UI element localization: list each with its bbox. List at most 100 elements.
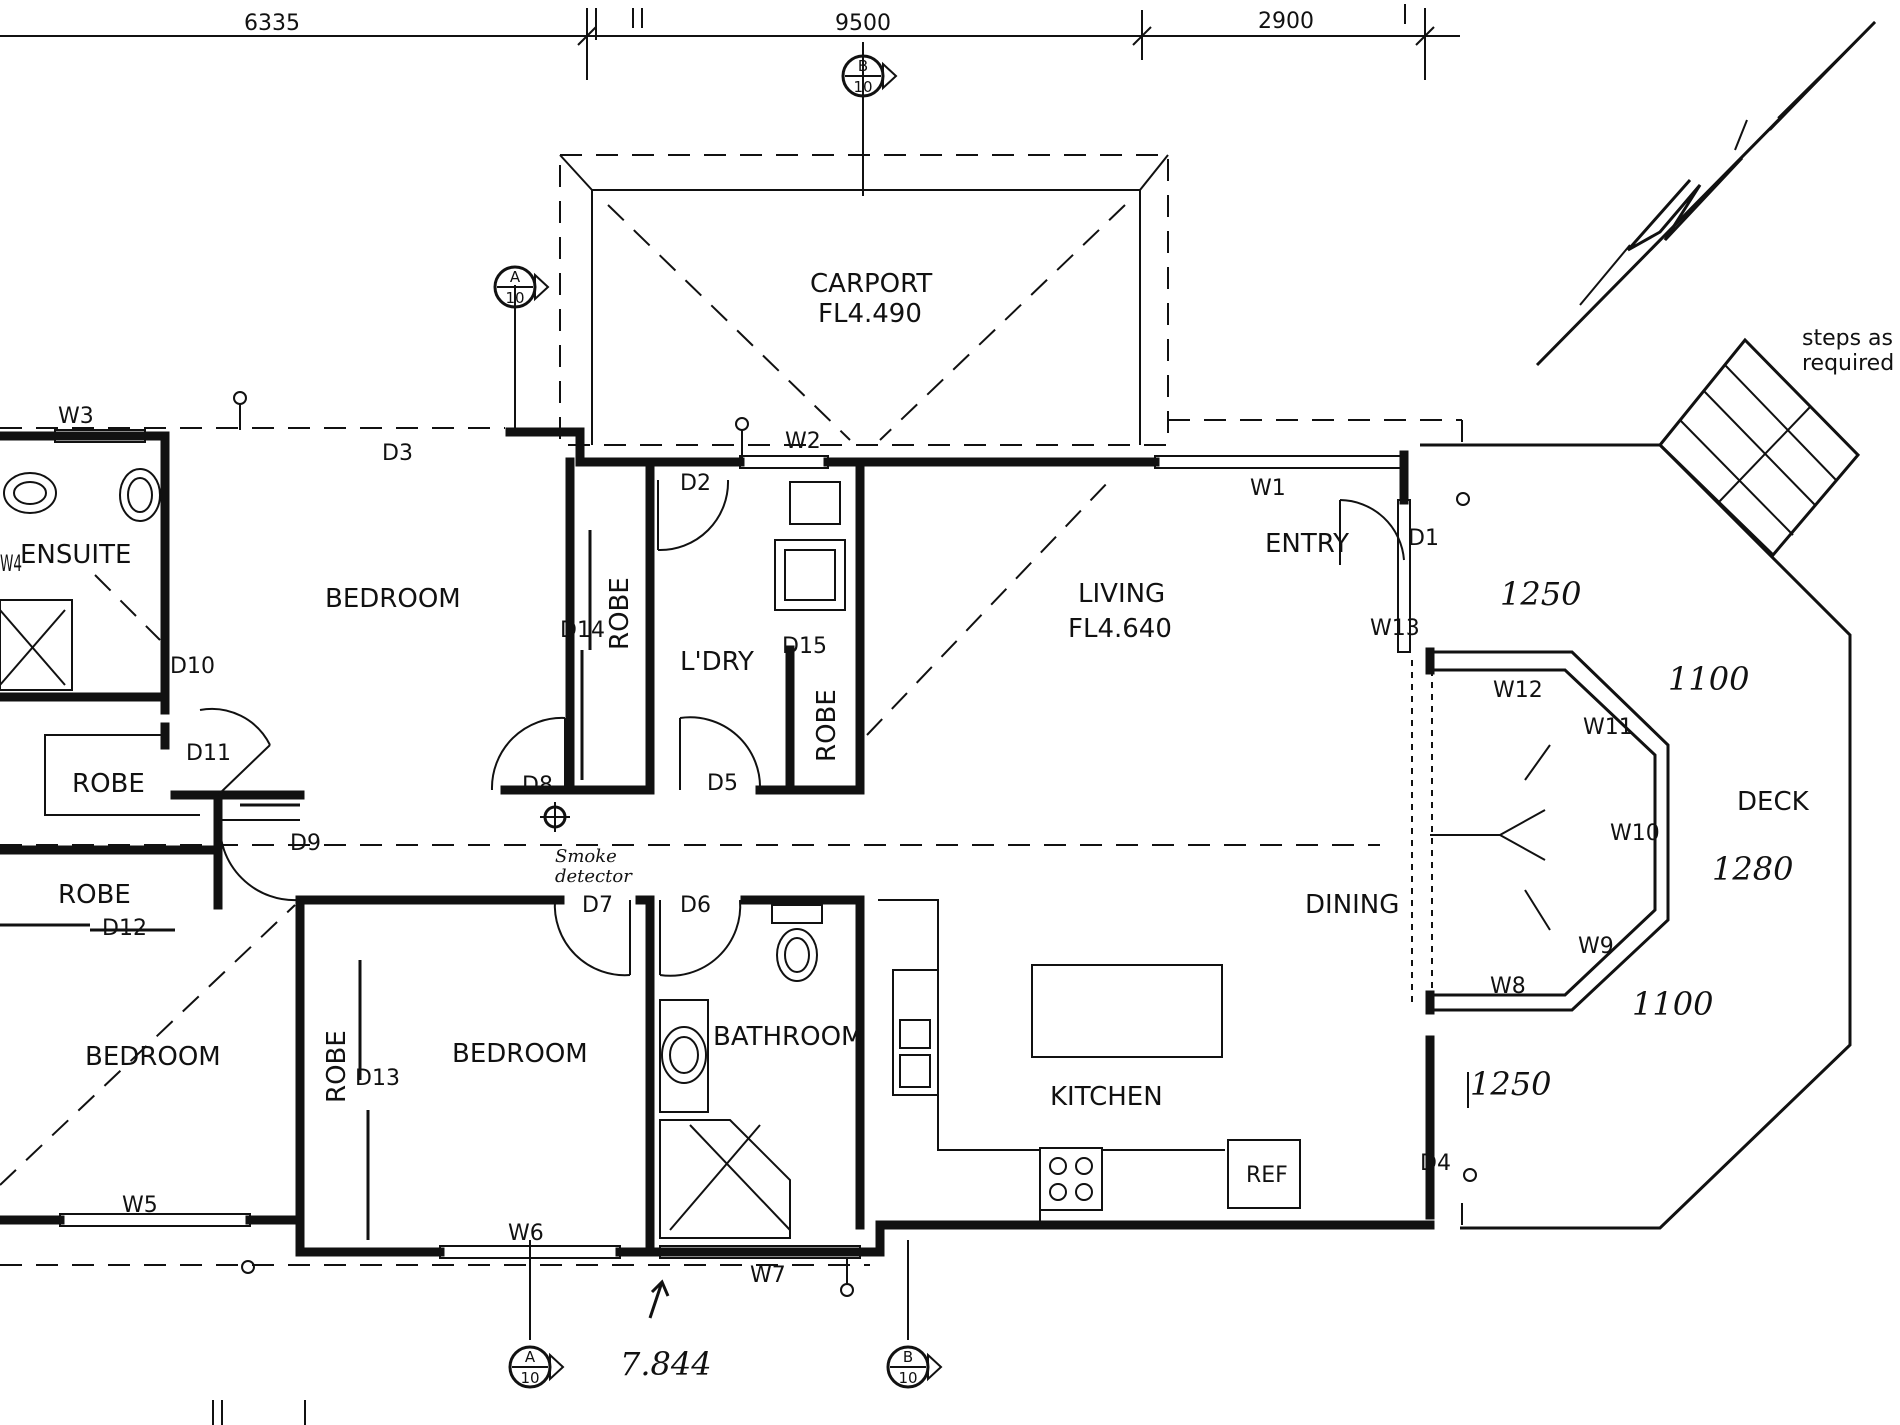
window-label-w6: W6 xyxy=(508,1221,544,1246)
door-label-d11: D11 xyxy=(186,741,231,766)
section-sheet: 10 xyxy=(520,1369,539,1387)
smoke-detector-icon: Smoke detector xyxy=(540,802,633,887)
smoke-detector-note: Smoke xyxy=(555,846,617,867)
fridge: REF xyxy=(1227,1139,1301,1209)
cooktop-icon xyxy=(1039,1147,1103,1211)
bay-window xyxy=(1411,650,1670,1012)
robe-label: ROBE xyxy=(322,1030,352,1103)
door-labels: D1 D2 D3 D4 D5 D6 D7 D8 D9 D10 D11 D12 D… xyxy=(102,441,1451,1176)
robe-sliders xyxy=(0,530,792,1240)
fridge-label: REF xyxy=(1246,1163,1288,1188)
handwritten-note: 1100 xyxy=(1668,660,1749,698)
kitchen-sink-icon xyxy=(892,969,939,1096)
window-label-w2: W2 xyxy=(785,429,821,454)
handwritten-note: 1250 xyxy=(1500,575,1581,613)
robe-label: ROBE xyxy=(605,577,635,650)
eave-outline xyxy=(0,419,1463,1266)
door-label-d7: D7 xyxy=(582,893,613,918)
section-marker-bottom-right: B 10 xyxy=(886,1240,943,1389)
bedroom-mid-label: BEDROOM xyxy=(452,1039,588,1069)
ensuite-label: ENSUITE xyxy=(20,540,131,570)
door-label-d10: D10 xyxy=(170,654,215,679)
door-label-d5: D5 xyxy=(707,771,738,796)
window-label-w8: W8 xyxy=(1490,974,1526,999)
ensuite-basin-icon xyxy=(119,468,161,522)
kitchen-label: KITCHEN xyxy=(1050,1082,1163,1112)
robe-label: ROBE xyxy=(58,880,131,910)
fixtures: REF xyxy=(0,468,1301,1239)
setout-points xyxy=(233,391,1477,1297)
deck: DECK steps as required xyxy=(1420,326,1894,1230)
window-label-w9: W9 xyxy=(1578,934,1614,959)
smoke-detector-note: detector xyxy=(555,866,633,887)
bath-toilet-icon xyxy=(771,904,823,982)
handwritten-note: 1100 xyxy=(1632,985,1713,1023)
bath-basin-icon xyxy=(659,999,709,1113)
entry-label: ENTRY xyxy=(1265,529,1349,559)
door-label-d4: D4 xyxy=(1420,1151,1451,1176)
living-label: LIVING xyxy=(1078,579,1165,609)
door-label-d2: D2 xyxy=(680,471,711,496)
door-label-d8: D8 xyxy=(522,773,553,798)
laundry-label: L'DRY xyxy=(680,647,754,677)
carport: CARPORT FL4.490 xyxy=(559,154,1169,446)
handwritten-note: 7.844 xyxy=(620,1345,712,1383)
window-label-w4: W4 xyxy=(0,552,22,577)
door-label-d9: D9 xyxy=(290,831,321,856)
dining-label: DINING xyxy=(1305,890,1399,920)
robe-label: ROBE xyxy=(72,769,145,799)
section-marker-bottom-left: A 10 xyxy=(508,1240,565,1389)
door-label-d6: D6 xyxy=(680,893,711,918)
deck-steps xyxy=(1657,337,1861,558)
section-marker-left: A 10 xyxy=(493,265,550,428)
deck-label: DECK xyxy=(1737,787,1810,817)
room-labels: ENSUITE BEDROOM ROBE ROBE ROBE ROBE ROBE… xyxy=(20,529,1399,1112)
steps-note: steps as xyxy=(1802,326,1893,351)
section-sheet: 10 xyxy=(853,78,872,96)
arrow-icon xyxy=(648,1279,670,1319)
bath-shower-icon xyxy=(659,1119,791,1239)
handwritten-note: 1280 xyxy=(1712,850,1793,888)
window-label-w1: W1 xyxy=(1250,476,1286,501)
window-labels: W1 W2 W3 W4 W5 W6 W7 W8 W9 W10 W11 W12 W… xyxy=(0,404,1660,1288)
door-label-d1: D1 xyxy=(1408,526,1439,551)
diagonal-hints xyxy=(0,479,1111,1186)
north-arrow-icon xyxy=(1535,20,1877,367)
section-letter: A xyxy=(525,1348,536,1366)
window-label-w5: W5 xyxy=(122,1193,158,1218)
living-floor-level: FL4.640 xyxy=(1068,614,1172,644)
section-letter: B xyxy=(858,57,868,75)
dimension-9500: 9500 xyxy=(835,11,891,36)
dimension-6335: 6335 xyxy=(244,11,300,36)
door-label-d12: D12 xyxy=(102,916,147,941)
door-label-d14: D14 xyxy=(560,618,605,643)
bedroom-left-label: BEDROOM xyxy=(85,1042,221,1072)
robe-label: ROBE xyxy=(812,689,842,762)
section-sheet: 10 xyxy=(505,289,524,307)
carport-floor-level: FL4.490 xyxy=(818,299,922,329)
handwritten-note: 1250 xyxy=(1470,1065,1551,1103)
window-label-w3: W3 xyxy=(58,404,94,429)
carport-label: CARPORT xyxy=(810,269,932,299)
bathroom-label: BATHROOM xyxy=(713,1022,863,1052)
section-marker-top: B 10 xyxy=(841,42,898,196)
window-label-w10: W10 xyxy=(1610,821,1660,846)
window-label-w7: W7 xyxy=(750,1263,786,1288)
window-label-w11: W11 xyxy=(1583,715,1633,740)
kitchen-island xyxy=(1031,964,1223,1058)
steps-note: required xyxy=(1802,351,1894,376)
door-label-d15: D15 xyxy=(782,634,827,659)
dimension-ticks-bottom xyxy=(212,1400,306,1425)
section-letter: B xyxy=(903,1348,913,1366)
window-label-w12: W12 xyxy=(1493,678,1543,703)
doors xyxy=(199,479,1405,977)
ensuite-shower-icon xyxy=(0,599,73,691)
dimension-2900: 2900 xyxy=(1258,9,1314,34)
ensuite-toilet-icon xyxy=(3,472,57,514)
door-label-d3: D3 xyxy=(382,441,413,466)
window-label-w13: W13 xyxy=(1370,616,1420,641)
robe-outlines xyxy=(44,734,200,816)
section-sheet: 10 xyxy=(898,1369,917,1387)
dimension-line-top: 6335 9500 2900 xyxy=(0,4,1460,80)
section-letter: A xyxy=(510,268,521,286)
